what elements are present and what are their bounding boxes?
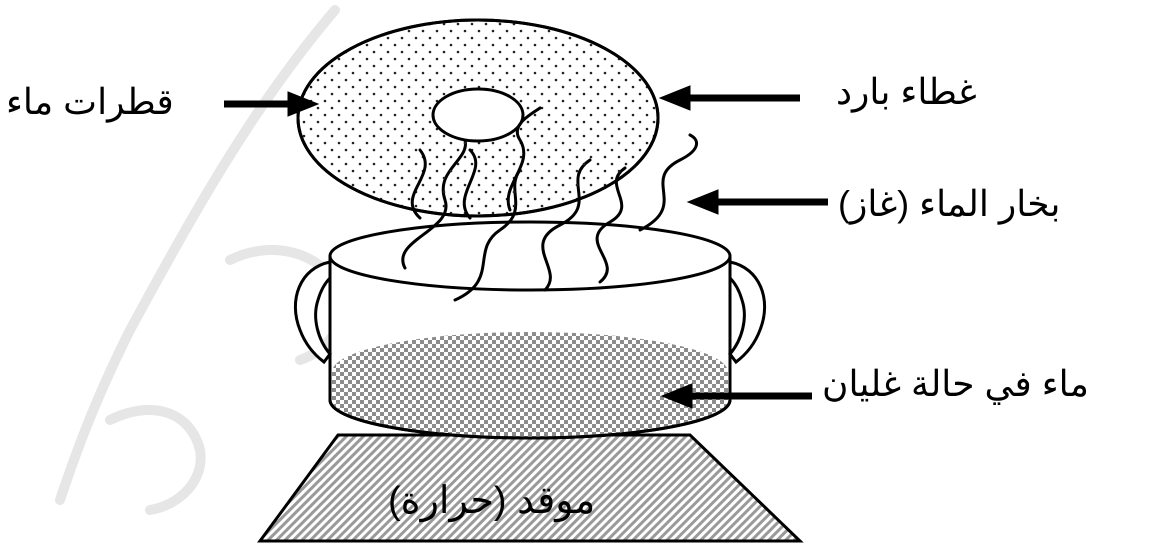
arrow-cold-lid [660,86,800,110]
arrow-water-vapor [688,190,828,214]
label-water-vapor: بخار الماء (غاز) [838,186,1060,222]
arrow-boiling-water [662,384,812,408]
cold-lid [298,20,658,216]
boiling-water [332,332,728,412]
label-boiling-water: ماء في حالة غليان [822,366,1089,402]
pot-handle-right [730,262,765,362]
pot [330,222,730,438]
pot-rim [330,222,730,290]
label-stove: موقد (حرارة) [388,482,595,520]
label-water-drops: قطرات ماء [6,84,174,120]
lid-hole [433,89,523,141]
pot-handle-left [295,262,330,362]
label-cold-lid: غطاء بارد [836,74,977,110]
